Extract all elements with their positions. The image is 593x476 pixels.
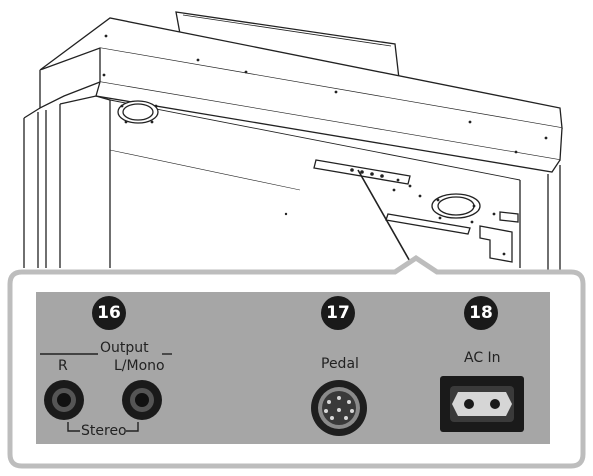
output-label: Output	[100, 340, 149, 356]
callout-number-16: 16	[92, 296, 126, 330]
piano-dots	[102, 34, 548, 256]
ac-in-label: AC In	[464, 350, 501, 366]
output-jack-l-mono[interactable]	[122, 380, 162, 420]
output-jack-r[interactable]	[44, 380, 84, 420]
output-brackets	[40, 353, 172, 432]
callout-number-18: 18	[464, 296, 498, 330]
piano-body	[23, 11, 563, 273]
output-l-mono-label: L/Mono	[114, 358, 165, 374]
output-r-label: R	[58, 358, 68, 374]
ac-in-inlet[interactable]	[440, 376, 524, 432]
pedal-jack[interactable]	[311, 380, 367, 436]
pedal-label: Pedal	[321, 356, 359, 372]
stereo-label: Stereo	[81, 423, 127, 439]
callout-number-17: 17	[321, 296, 355, 330]
